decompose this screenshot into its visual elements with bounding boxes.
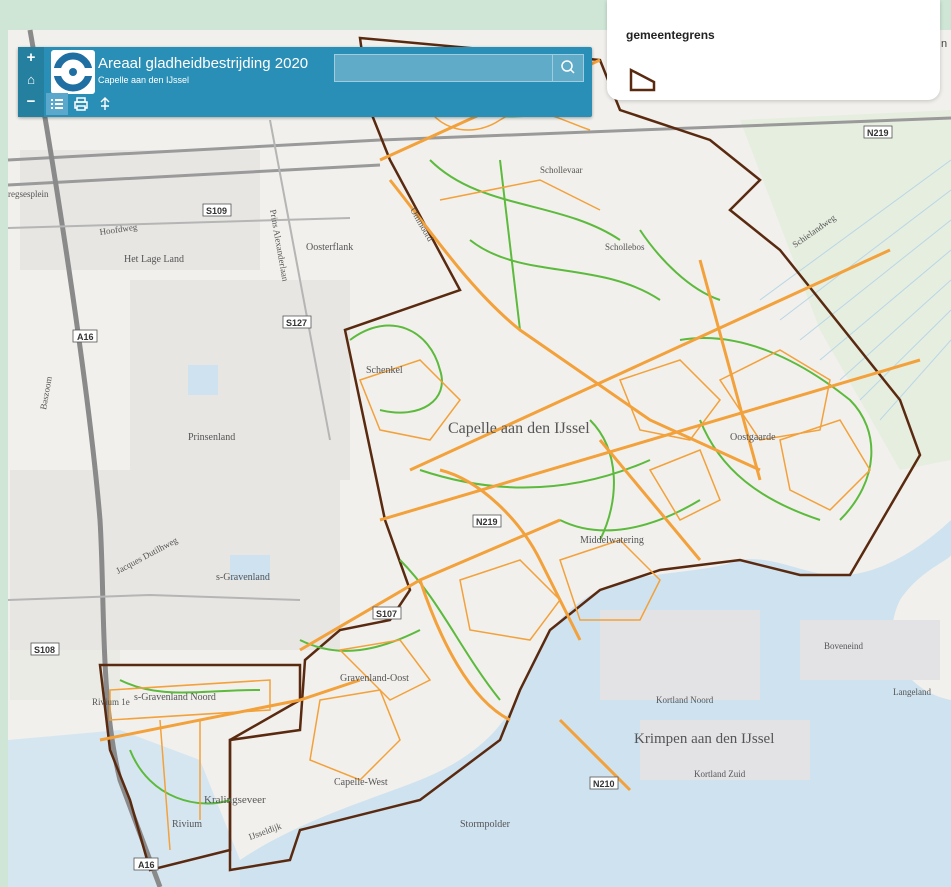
place-label-langeland: Langeland [893, 687, 931, 697]
street-label-regsesplein: regsesplein [8, 189, 49, 199]
road-label-n219-center: N219 [476, 517, 498, 527]
legend-edge-text: n [941, 38, 948, 50]
logo-emblem-icon [53, 52, 93, 92]
legend-label-gemeentegrens: gemeentegrens [626, 28, 715, 42]
street-label-rivium: Rivium 1e [92, 697, 130, 707]
road-label-a16: A16 [77, 332, 94, 342]
legend-list-icon [51, 99, 63, 109]
place-label-oosterflank: Oosterflank [306, 242, 353, 253]
tool-bar [46, 93, 118, 115]
app-logo [51, 50, 95, 94]
app-subtitle: Capelle aan den IJssel [98, 75, 190, 85]
search-icon [561, 60, 575, 74]
measure-button[interactable] [94, 93, 116, 115]
legend-list-button[interactable] [46, 93, 68, 115]
place-label-capelle-west: Capelle-West [334, 777, 388, 788]
place-label-s-gravenland: s-Gravenland [216, 572, 270, 583]
road-label-a16-south: A16 [138, 860, 155, 870]
home-button[interactable]: ⌂ [27, 72, 35, 87]
boundary-polygon-icon [629, 67, 656, 92]
place-label-kortland-zuid: Kortland Zuid [694, 769, 746, 779]
place-label-capelle: Capelle aan den IJssel [448, 420, 590, 437]
place-label-rivium: Rivium [172, 819, 202, 830]
place-label-schollevaar: Schollevaar [540, 165, 582, 175]
zoom-in-button[interactable]: + [26, 49, 36, 66]
road-label-s109: S109 [206, 206, 227, 216]
place-label-stormpolder: Stormpolder [460, 819, 511, 830]
app-toolbar: + ⌂ − Areaal gladheidbestrijding 2020 Ca… [18, 47, 592, 117]
place-label-prinsenland: Prinsenland [188, 432, 235, 443]
print-icon [74, 97, 88, 111]
road-label-n210: N210 [593, 779, 615, 789]
place-label-oostgaarde: Oostgaarde [730, 432, 776, 443]
search-button[interactable] [552, 55, 583, 81]
place-label-kortland-noord: Kortland Noord [656, 695, 714, 705]
place-label-krimpen: Krimpen aan den IJssel [634, 731, 774, 747]
road-label-s127: S127 [286, 318, 307, 328]
road-label-s108: S108 [34, 645, 55, 655]
road-label-n219: N219 [867, 128, 889, 138]
place-label-schollebos: Schollebos [605, 242, 645, 252]
search-input[interactable] [339, 58, 548, 80]
place-label-s-gravenland-noord: s-Gravenland Noord [134, 692, 216, 703]
search-box [334, 54, 584, 82]
place-label-middelwatering: Middelwatering [580, 535, 644, 546]
place-label-kralingseveer: Kralingseveer [204, 794, 266, 806]
legend-panel: gemeentegrens [607, 0, 940, 100]
app-title: Areaal gladheidbestrijding 2020 [98, 55, 309, 72]
print-button[interactable] [70, 93, 92, 115]
zoom-controls: + ⌂ − [18, 47, 44, 117]
zoom-out-button[interactable]: − [26, 93, 36, 110]
place-label-schenkel: Schenkel [366, 365, 403, 376]
place-label-gravenland-oost: Gravenland-Oost [340, 673, 409, 684]
road-label-s107: S107 [376, 609, 397, 619]
measure-icon [100, 97, 110, 110]
place-label-het-lage-land: Het Lage Land [124, 254, 184, 265]
place-label-boveneind: Boveneind [824, 641, 863, 651]
